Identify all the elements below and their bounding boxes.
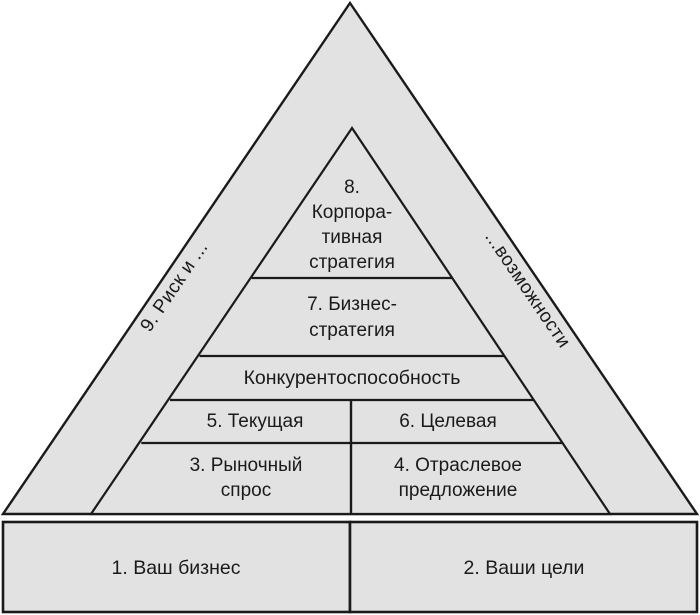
base-boxes: 1. Ваш бизнес 2. Ваши цели (1, 520, 699, 614)
cell-5-label: 5. Текущая (207, 411, 304, 432)
base-box-1 (1, 520, 352, 614)
cell-4-line-1: предложение (399, 480, 518, 501)
apex-line-2: тивная (322, 227, 383, 248)
base-box-1-label: 1. Ваш бизнес (112, 557, 241, 579)
apex-line-3: стратегия (309, 252, 395, 273)
base-box-2-label: 2. Ваши цели (464, 557, 585, 579)
band-7-line-0: 7. Бизнес- (307, 294, 397, 315)
cell-3-line-1: спрос (221, 480, 271, 501)
band-competitiveness: Конкурентоспособность (244, 367, 461, 389)
apex-block-8: 8. Корпора- тивная стратегия (309, 177, 395, 273)
band-7-line-1: стратегия (309, 320, 395, 341)
base-box-2 (348, 520, 699, 614)
apex-line-0: 8. (344, 177, 360, 198)
row-lower: 3. Рыночный спрос 4. Отраслевое предложе… (190, 455, 522, 501)
apex-line-1: Корпора- (312, 202, 393, 223)
cell-6-label: 6. Целевая (399, 411, 497, 432)
inner-triangle (88, 126, 613, 516)
cell-3-line-0: 3. Рыночный (190, 455, 303, 476)
band-competitiveness-label: Конкурентоспособность (244, 367, 461, 389)
band-business-strategy: 7. Бизнес- стратегия (307, 294, 397, 341)
row-middle: 5. Текущая 6. Целевая (207, 411, 497, 432)
cell-4-line-0: 4. Отраслевое (394, 455, 522, 476)
